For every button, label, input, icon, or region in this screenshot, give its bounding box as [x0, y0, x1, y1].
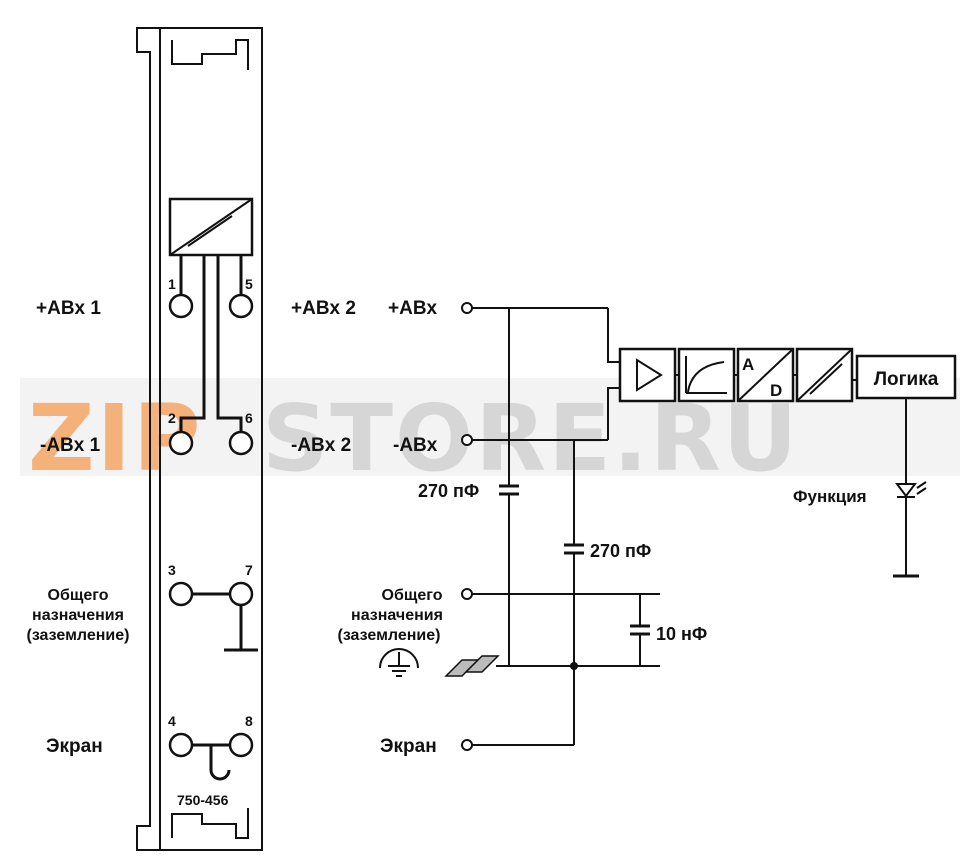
logic-block [855, 354, 957, 400]
label-minus-abx: -ABx [393, 435, 438, 456]
function-led [893, 398, 927, 578]
label-general-right-line3: (заземление) [337, 627, 440, 644]
module-terminals [168, 293, 254, 758]
label-screen-right: Экран [380, 736, 437, 757]
terminal-number-3: 3 [168, 562, 176, 578]
label-screen-left: Экран [46, 736, 103, 757]
terminal-5 [228, 293, 254, 319]
label-cap2: 270 пФ [590, 541, 651, 561]
terminal-2 [168, 430, 194, 456]
terminal-1 [168, 293, 194, 319]
wire-t6 [216, 255, 243, 432]
label-plus-abx2: +ABx 2 [291, 298, 356, 319]
housing-bottom-clip [171, 808, 249, 839]
amplifier-icon [636, 358, 663, 392]
terminal-number-2: 2 [168, 410, 176, 426]
wire-shield-hook [209, 745, 231, 781]
label-cap1: 270 пФ [418, 481, 479, 501]
housing-outline [160, 27, 263, 851]
label-cap3: 10 нФ [656, 624, 707, 644]
label-general-right-line1: Общего [382, 587, 443, 604]
din-rail-part-b [464, 655, 500, 673]
module-converter-diagonal-inner [187, 215, 233, 247]
led-ray-2 [916, 487, 927, 495]
isolation-diagonal [796, 348, 853, 402]
wire-t2 [179, 255, 206, 432]
part-number: 750-456 [177, 792, 229, 808]
terminal-6 [228, 430, 254, 456]
label-general-line1: Общего [48, 587, 109, 604]
terminal-screen [461, 739, 473, 751]
amplifier-block [618, 347, 677, 403]
terminal-number-6: 6 [245, 410, 253, 426]
label-plus-abx: +ABx [388, 298, 438, 319]
terminal-number-8: 8 [245, 713, 253, 729]
logic-label: Логика [874, 369, 939, 390]
terminal-number-7: 7 [245, 562, 253, 578]
housing-top-clip [171, 39, 249, 70]
filter-curve-icon [685, 356, 727, 394]
middle-labels: +ABx 2 -ABx 2 [291, 298, 356, 456]
terminal-8 [228, 732, 254, 758]
ad-label-d: D [770, 381, 782, 400]
signal-chain: A D Логика [618, 347, 957, 403]
terminal-number-4: 4 [168, 713, 176, 729]
wire-plus-to-amp [607, 308, 620, 363]
ground-arc [379, 648, 419, 669]
module-converter-diagonal [169, 198, 253, 256]
terminal-general [461, 588, 473, 600]
terminal-7 [228, 581, 254, 607]
wire-minus-to-amp [607, 387, 620, 440]
din-rail-icon [444, 655, 500, 677]
terminal-minus-abx [461, 434, 473, 446]
terminal-3 [168, 581, 194, 607]
isolation-diagonal-inner [809, 363, 843, 395]
label-general-right-line2: назначения [351, 607, 443, 624]
housing-left-rail [136, 27, 161, 851]
label-plus-abx1: +ABx 1 [36, 298, 101, 319]
terminal-plus-abx [461, 302, 473, 314]
led-ray-1 [916, 481, 927, 489]
label-minus-abx2: -ABx 2 [291, 435, 351, 456]
module-housing [136, 27, 263, 851]
terminal-number-5: 5 [245, 276, 253, 292]
label-general-line3: (заземление) [26, 627, 129, 644]
junction-dot [570, 662, 578, 670]
ad-label-a: A [742, 355, 754, 374]
ad-diagonal [737, 348, 794, 402]
left-labels: +ABx 1 -ABx 1 Общего назначения (заземле… [26, 298, 129, 757]
label-function: Функция [793, 487, 867, 506]
led-triangle-icon [895, 483, 917, 498]
right-labels: +ABx -ABx 270 пФ 270 пФ 10 нФ Общего наз… [337, 298, 866, 757]
watermark-text-store: STORE.RU [262, 385, 799, 492]
terminal-4 [168, 732, 194, 758]
terminal-numbers: 1 5 2 6 3 7 4 8 750-456 [168, 276, 253, 808]
right-schematic [472, 307, 660, 746]
capacitors [499, 484, 650, 636]
right-terminals [461, 302, 473, 751]
terminal-number-1: 1 [168, 276, 176, 292]
label-general-line2: назначения [32, 607, 124, 624]
label-minus-abx1: -ABx 1 [40, 435, 101, 456]
module-converter [168, 197, 254, 257]
module-wiring [179, 255, 258, 781]
ground-icon [379, 648, 419, 677]
